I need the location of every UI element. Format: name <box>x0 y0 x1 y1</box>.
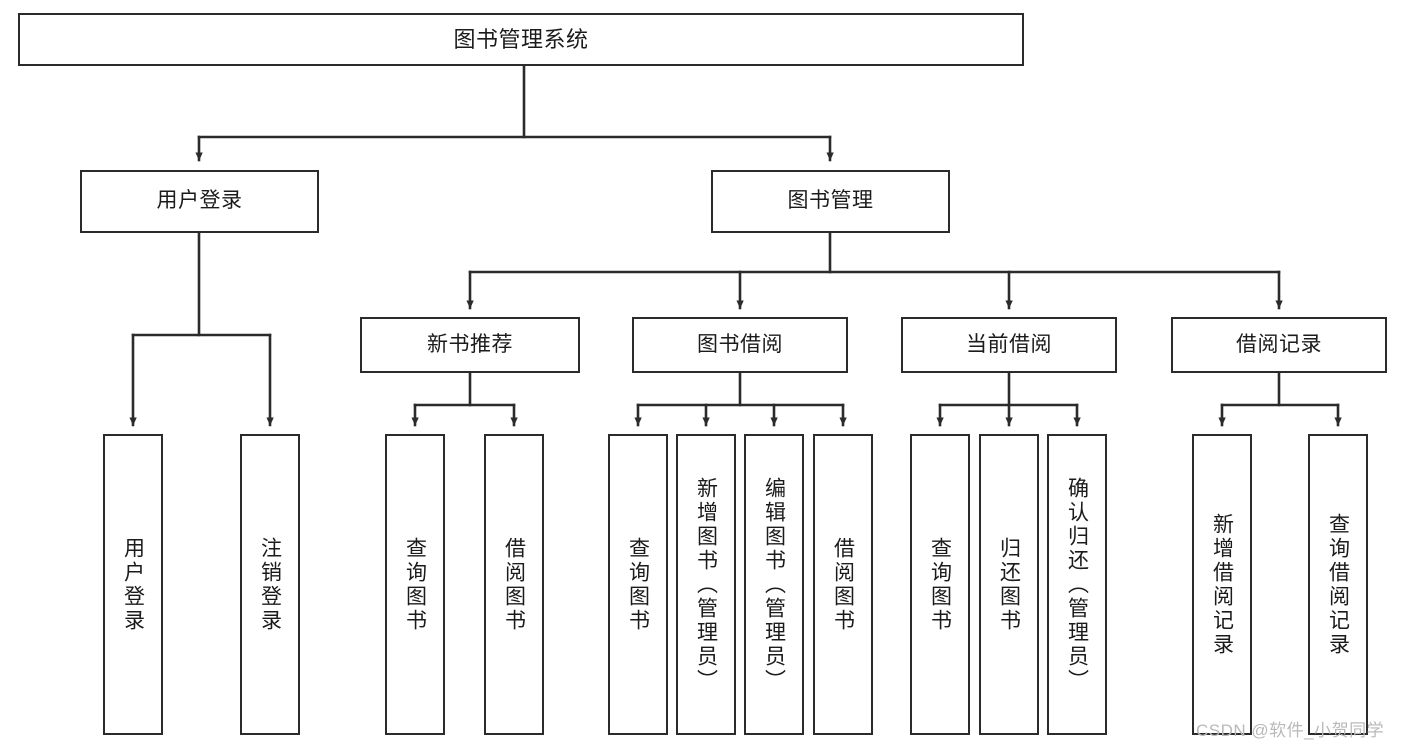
leaf-user-login-login[interactable]: 用户登录 <box>103 434 163 735</box>
leaf-current-borrow-query-label: 查询图书 <box>928 536 952 633</box>
leaf-book-borrow-add-label: 新增图书（管理员） <box>694 476 718 693</box>
leaf-current-borrow-query[interactable]: 查询图书 <box>910 434 970 735</box>
node-user-login-label: 用户登录 <box>156 189 243 213</box>
node-new-book-recommend-label: 新书推荐 <box>427 332 513 356</box>
leaf-book-borrow-query-label: 查询图书 <box>626 536 650 633</box>
leaf-borrow-record-add-label: 新增借阅记录 <box>1210 512 1234 657</box>
leaf-user-login-logout-label: 注销登录 <box>258 536 282 633</box>
leaf-user-login-login-label: 用户登录 <box>121 536 145 633</box>
leaf-new-book-borrow-label: 借阅图书 <box>502 536 526 633</box>
node-user-login[interactable]: 用户登录 <box>80 170 319 233</box>
csdn-watermark: CSDN @软件_小贺同学 <box>1196 721 1385 740</box>
leaf-current-borrow-confirm[interactable]: 确认归还（管理员） <box>1047 434 1107 735</box>
node-book-management-label: 图书管理 <box>787 189 874 213</box>
leaf-current-borrow-return-label: 归还图书 <box>997 536 1021 633</box>
node-current-borrow-label: 当前借阅 <box>966 332 1052 356</box>
leaf-borrow-record-query[interactable]: 查询借阅记录 <box>1308 434 1368 735</box>
leaf-book-borrow-query[interactable]: 查询图书 <box>608 434 668 735</box>
leaf-new-book-query[interactable]: 查询图书 <box>385 434 445 735</box>
leaf-book-borrow-borrow-label: 借阅图书 <box>831 536 855 633</box>
leaf-borrow-record-query-label: 查询借阅记录 <box>1326 512 1350 657</box>
node-root-label: 图书管理系统 <box>453 26 589 52</box>
leaf-book-borrow-add[interactable]: 新增图书（管理员） <box>676 434 736 735</box>
leaf-current-borrow-confirm-label: 确认归还（管理员） <box>1065 476 1089 693</box>
node-book-management[interactable]: 图书管理 <box>711 170 950 233</box>
leaf-current-borrow-return[interactable]: 归还图书 <box>979 434 1039 735</box>
leaf-new-book-borrow[interactable]: 借阅图书 <box>484 434 544 735</box>
node-book-borrow-label: 图书借阅 <box>697 332 783 356</box>
leaf-book-borrow-edit[interactable]: 编辑图书（管理员） <box>744 434 804 735</box>
node-borrow-record-label: 借阅记录 <box>1236 332 1322 356</box>
leaf-user-login-logout[interactable]: 注销登录 <box>240 434 300 735</box>
node-borrow-record[interactable]: 借阅记录 <box>1171 317 1387 373</box>
node-current-borrow[interactable]: 当前借阅 <box>901 317 1117 373</box>
leaf-borrow-record-add[interactable]: 新增借阅记录 <box>1192 434 1252 735</box>
leaf-book-borrow-borrow[interactable]: 借阅图书 <box>813 434 873 735</box>
node-new-book-recommend[interactable]: 新书推荐 <box>360 317 580 373</box>
node-root[interactable]: 图书管理系统 <box>18 13 1024 66</box>
node-book-borrow[interactable]: 图书借阅 <box>632 317 848 373</box>
leaf-book-borrow-edit-label: 编辑图书（管理员） <box>762 476 786 693</box>
leaf-new-book-query-label: 查询图书 <box>403 536 427 633</box>
